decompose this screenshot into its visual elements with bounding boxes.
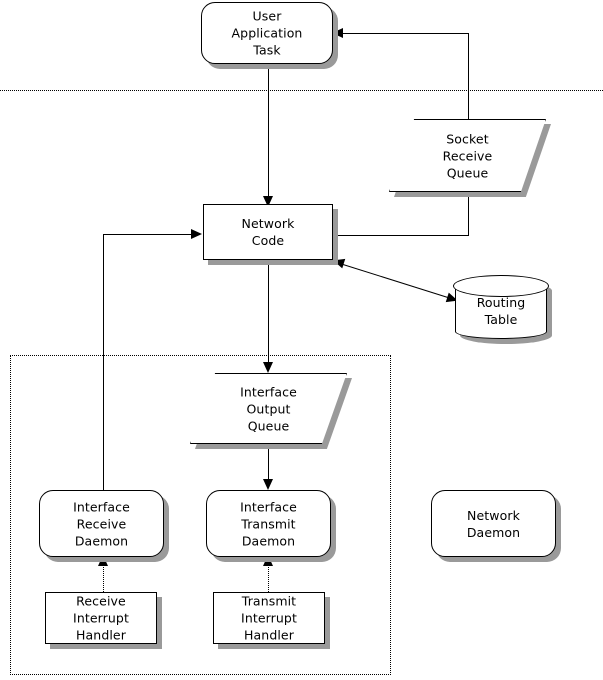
node-routing-table[interactable]: Routing Table xyxy=(453,275,552,344)
edge-userapp-to-networkcode-line xyxy=(268,68,269,204)
receive-interrupt-handler-label: Receive Interrupt Handler xyxy=(73,593,129,643)
edge-receivedaemon-to-networkcode-hline xyxy=(103,234,197,235)
edge-networkcode-routingtable-line xyxy=(339,263,452,300)
edge-outputq-to-transmitdaemon-line xyxy=(268,444,269,486)
user-application-task-label: User Application Task xyxy=(231,8,303,58)
node-transmit-interrupt-handler[interactable]: Transmit Interrupt Handler xyxy=(213,592,325,644)
driver-group-boundary xyxy=(10,355,391,675)
edge-networkcode-to-outputq-line xyxy=(268,264,269,368)
node-interface-transmit-daemon[interactable]: Interface Transmit Daemon xyxy=(206,490,331,557)
socket-receive-queue-label: Socket Receive Queue xyxy=(442,131,493,180)
edge-socketq-to-userapp-vline xyxy=(468,33,469,123)
edge-txhandler-to-transmitdaemon-line xyxy=(268,563,269,592)
edge-userapp-to-networkcode-arrow xyxy=(262,196,273,207)
edge-receivedaemon-to-networkcode-arrow xyxy=(191,228,202,239)
node-interface-output-queue[interactable]: Interface Output Queue xyxy=(190,373,352,449)
node-receive-interrupt-handler[interactable]: Receive Interrupt Handler xyxy=(45,592,157,644)
node-network-daemon[interactable]: Network Daemon xyxy=(431,490,556,557)
edge-networkcode-to-outputq-arrow xyxy=(262,362,273,373)
edge-receivedaemon-to-networkcode-vline xyxy=(103,234,104,492)
interface-receive-daemon-label: Interface Receive Daemon xyxy=(73,499,130,548)
user-kernel-divider xyxy=(0,90,603,91)
edge-outputq-to-transmitdaemon-arrow xyxy=(262,479,273,490)
routing-table-label: Routing Table xyxy=(476,295,526,328)
interface-output-queue-label: Interface Output Queue xyxy=(240,384,297,433)
routing-table-top-ellipse xyxy=(453,275,549,298)
network-daemon-label: Network Daemon xyxy=(466,507,521,540)
interface-transmit-daemon-label: Interface Transmit Daemon xyxy=(240,499,297,548)
transmit-interrupt-handler-label: Transmit Interrupt Handler xyxy=(241,593,297,643)
edge-rxhandler-to-receivedaemon-line xyxy=(103,563,104,592)
node-network-code[interactable]: Network Code xyxy=(203,204,333,260)
edge-networkcode-to-socketq-hline xyxy=(333,235,468,236)
node-socket-receive-queue[interactable]: Socket Receive Queue xyxy=(389,119,551,197)
edge-socketq-to-userapp-hline xyxy=(338,33,469,34)
network-code-label: Network Code xyxy=(241,216,295,248)
node-user-application-task[interactable]: User Application Task xyxy=(201,2,333,64)
edge-networkcode-to-socketq-vline xyxy=(468,196,469,236)
node-interface-receive-daemon[interactable]: Interface Receive Daemon xyxy=(39,490,164,557)
